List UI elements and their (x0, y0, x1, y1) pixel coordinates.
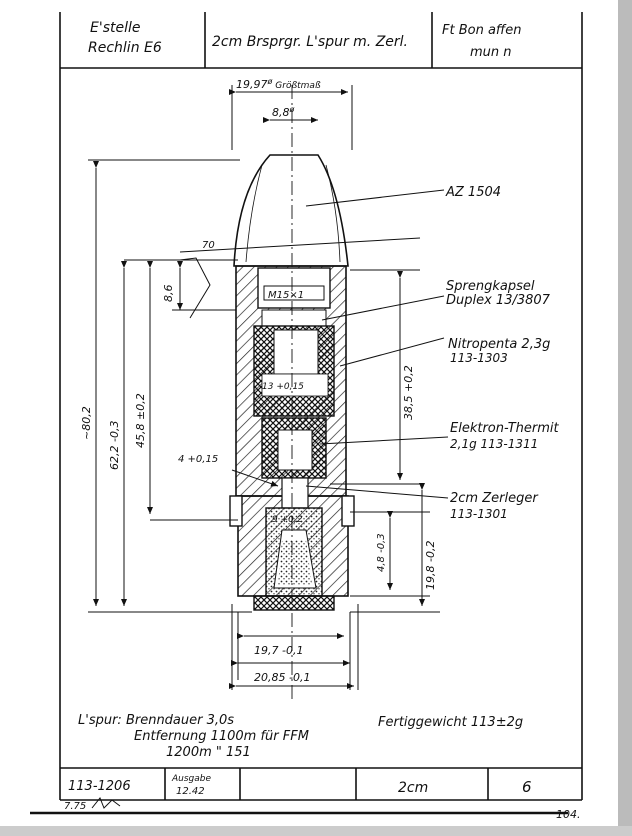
label-destructor-2: 113-1301 (450, 507, 508, 521)
stamp-line1: Ft Bon affen (442, 23, 522, 38)
dim-38: 38,5 +0,2 (402, 365, 415, 420)
dim-angle: 70 (202, 240, 215, 251)
office-line2: Rechlin E6 (88, 40, 162, 56)
projectile-body (229, 85, 355, 700)
footer-signature: 7.75 (64, 801, 86, 812)
dim-total-length: ~80,2 (80, 406, 93, 440)
label-charge-1: Nitropenta 2,3g (448, 337, 550, 352)
leader-lines (305, 189, 449, 499)
dimension-lines (88, 85, 440, 690)
dim-hole: 4 +0,15 (178, 454, 218, 465)
office-line1: E'stelle (90, 20, 140, 36)
footer-page: 104. (556, 808, 581, 821)
thread-label: M15×1 (268, 290, 304, 301)
signature-scribble (91, 797, 121, 809)
label-fuze: AZ 1504 (445, 185, 501, 200)
frame (30, 12, 583, 815)
note-tracer-2: Entfernung 1100m für FFM (134, 729, 309, 744)
footer-issue-label: Ausgabe (171, 774, 211, 784)
note-weight: Fertiggewicht 113±2g (378, 715, 523, 730)
note-tracer-3: 1200m " 151 (166, 745, 251, 760)
label-detonator-2: Duplex 13/3807 (446, 293, 551, 308)
drawing-title: 2cm Brsprgr. L'spur m. Zerl. (212, 34, 408, 50)
dim-tip-dia: 8,8ø (272, 105, 295, 119)
footer-issue-date: 12.42 (176, 786, 205, 797)
label-incendiary-1: Elektron-Thermit (450, 421, 560, 436)
note-tracer-1: L'spur: Brenndauer 3,0s (78, 713, 234, 728)
label-charge-2: 113-1303 (450, 351, 508, 365)
footer-number: 113-1206 (68, 779, 131, 794)
dim-45: 45,8 ±0,2 (134, 393, 147, 448)
dim-inner2: 9 +0,2 (272, 515, 303, 525)
label-detonator-1: Sprengkapsel (446, 279, 535, 294)
stamp-line2: mun n (470, 45, 512, 60)
footer-caliber: 2cm (398, 780, 428, 796)
dim-62: 62,2 -0,3 (108, 421, 121, 470)
scan-shadow-right (618, 0, 632, 836)
dim-max-dia: 19,97ø Größtmaß (236, 77, 321, 91)
dim-base-dia: 20,85 -0,1 (254, 671, 310, 684)
dim-inner: 13 +0,15 (262, 382, 304, 392)
footer-sheet: 6 (522, 778, 532, 796)
label-destructor-1: 2cm Zerleger (450, 491, 539, 506)
label-incendiary-2: 2,1g 113-1311 (450, 437, 538, 451)
dim-4-8: 4,8 -0,3 (376, 533, 387, 572)
dim-8-6: 8,6 (162, 285, 175, 303)
dim-19-8: 19,8 -0,2 (424, 541, 437, 590)
dim-band-dia: 19,7 -0,1 (254, 644, 303, 657)
scan-shadow-bottom (0, 826, 632, 836)
